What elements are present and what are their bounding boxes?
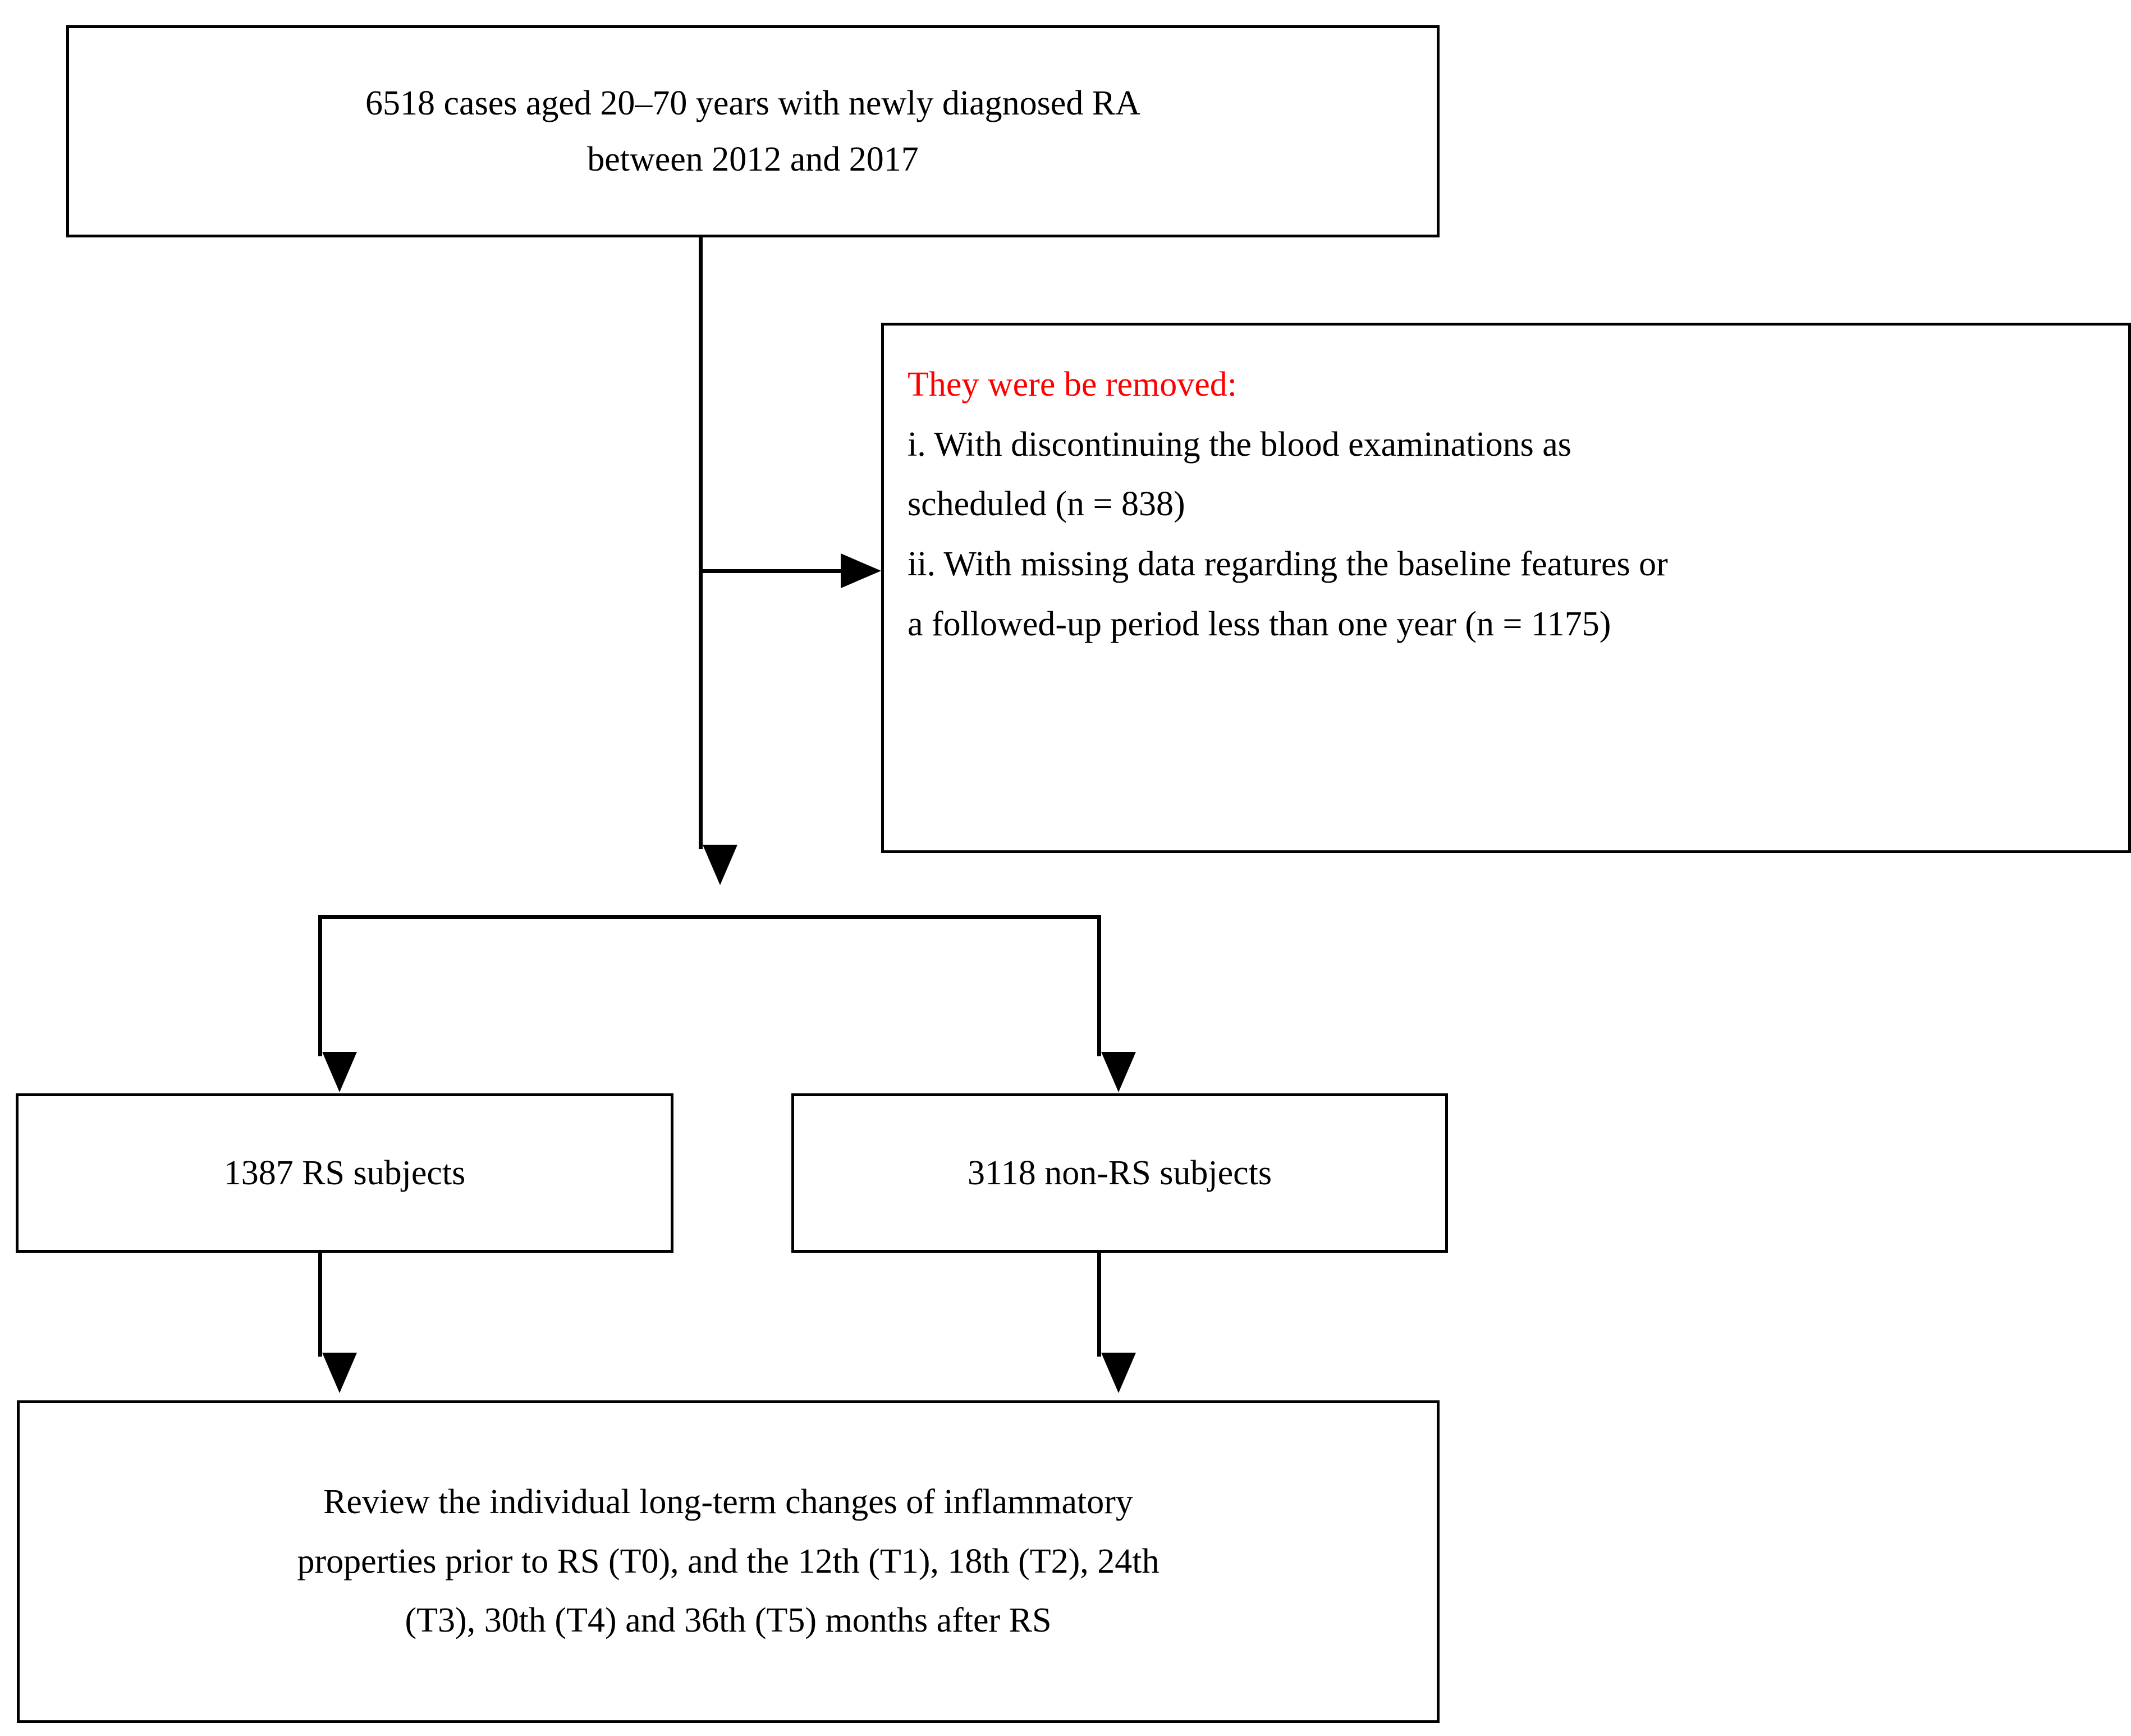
node-source-cohort: 6518 cases aged 20–70 years with newly d… [66,25,1440,237]
node-rs-subjects-text: 1387 RS subjects [19,1145,671,1201]
node-source-cohort-text: 6518 cases aged 20–70 years with newly d… [69,75,1437,188]
connector-split-bar [318,915,1101,919]
node-exclusion-text: They were be removed: i. With discontinu… [884,326,2128,654]
exclusion-criterion-ii-line-2: a followed-up period less than one year … [908,604,1611,643]
node-review-outcome: Review the individual long-term changes … [17,1400,1440,1723]
connector-stem-arrowhead [703,845,737,885]
source-cohort-line-1: 6518 cases aged 20–70 years with newly d… [365,84,1140,122]
rs-subjects-label: 1387 RS subjects [223,1153,466,1192]
exclusion-criterion-i-line-2: scheduled (n = 838) [908,485,1185,524]
connector-stem-main [699,237,703,849]
connector-exclusion-line [700,569,845,573]
connector-rs-to-review-arrowhead [322,1353,357,1393]
connector-split-right-arrowhead [1101,1052,1136,1092]
connector-split-left-arrowhead [322,1052,357,1092]
connector-exclusion-arrowhead [841,553,881,588]
non-rs-subjects-label: 3118 non-RS subjects [968,1153,1272,1192]
exclusion-criterion-i-line-1: i. With discontinuing the blood examinat… [908,425,1571,464]
node-rs-subjects: 1387 RS subjects [16,1093,673,1253]
connector-split-left-drop [318,915,322,1056]
connector-rs-to-review-line [318,1253,322,1357]
node-non-rs-subjects-text: 3118 non-RS subjects [794,1145,1445,1201]
connector-non-rs-to-review-line [1097,1253,1101,1357]
node-non-rs-subjects: 3118 non-RS subjects [791,1093,1448,1253]
source-cohort-line-2: between 2012 and 2017 [587,140,919,178]
review-line-2: properties prior to RS (T0), and the 12t… [297,1542,1160,1581]
exclusion-heading: They were be removed: [908,365,1238,404]
node-review-outcome-text: Review the individual long-term changes … [20,1473,1437,1650]
connector-non-rs-to-review-arrowhead [1101,1353,1136,1393]
node-exclusion-criteria: They were be removed: i. With discontinu… [881,323,2131,853]
review-line-1: Review the individual long-term changes … [323,1483,1133,1522]
review-line-3: (T3), 30th (T4) and 36th (T5) months aft… [405,1601,1052,1640]
connector-split-right-drop [1097,915,1101,1056]
exclusion-criterion-ii-line-1: ii. With missing data regarding the base… [908,544,1668,583]
